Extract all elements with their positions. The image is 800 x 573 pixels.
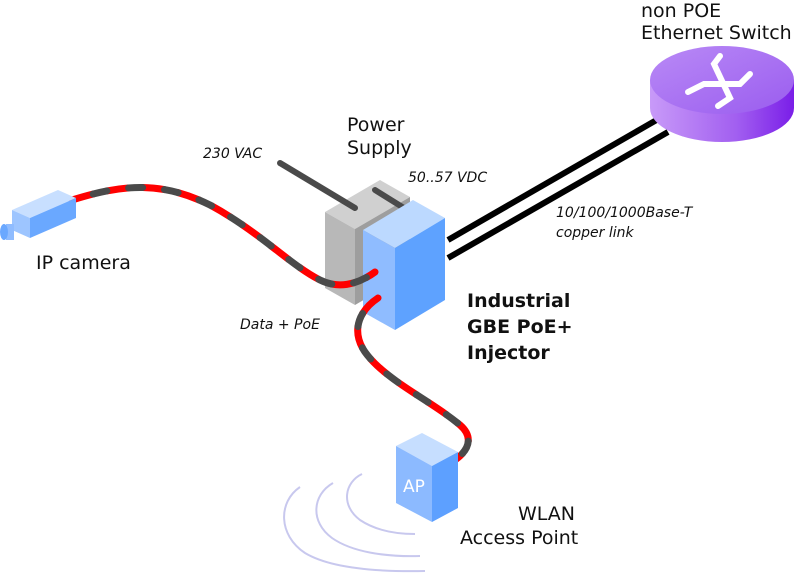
copper-link-label-line1: 10/100/1000Base-T xyxy=(556,205,693,221)
ethernet-switch-icon xyxy=(650,46,794,142)
wifi-wave-outer xyxy=(283,486,426,573)
ip-camera-icon xyxy=(0,190,76,240)
switch-label-line2: Ethernet Switch xyxy=(641,22,792,44)
access-point-label-line1: WLAN xyxy=(518,503,576,525)
switch-label-line1: non POE xyxy=(641,0,722,22)
injector-label-line3: Injector xyxy=(467,342,550,364)
switch-arrows-icon xyxy=(685,53,753,109)
wifi-wave-inner xyxy=(346,473,416,535)
ap-poe-cable-dark xyxy=(354,294,472,466)
ap-badge-text: AP xyxy=(403,477,425,497)
poe-cable-label: Data + PoE xyxy=(240,317,320,333)
power-supply-label-line1: Power xyxy=(347,114,405,136)
wifi-wave-middle xyxy=(315,482,421,558)
access-point-icon: AP xyxy=(396,433,458,522)
injector-label-line2: GBE PoE+ xyxy=(467,316,573,338)
ac-input-label: 230 VAC xyxy=(203,146,263,162)
camera-label: IP camera xyxy=(36,252,131,274)
copper-link-cable xyxy=(446,115,670,261)
copper-link-label-line2: copper link xyxy=(556,225,634,241)
access-point-label-line2: Access Point xyxy=(460,527,579,549)
camera-poe-cable-dark xyxy=(68,184,379,289)
wifi-waves-icon xyxy=(283,473,426,573)
power-supply-label-line2: Supply xyxy=(347,137,412,159)
ap-poe-cable xyxy=(354,294,472,466)
injector-label-line1: Industrial xyxy=(467,290,571,312)
dc-output-label: 50..57 VDC xyxy=(408,170,488,186)
ac-power-cable xyxy=(277,160,358,211)
